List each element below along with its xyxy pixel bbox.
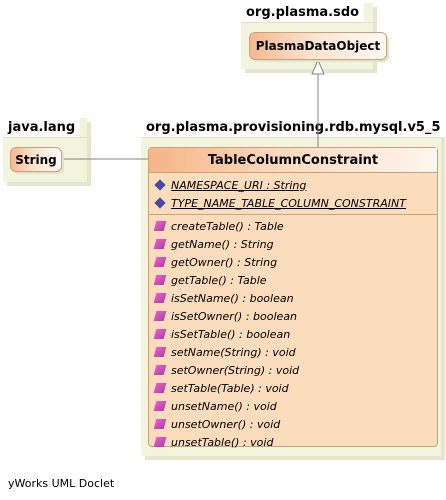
method-icon: [153, 383, 167, 393]
operation-text: isSetTable() : boolean: [171, 327, 291, 341]
attribute-row[interactable]: TYPE_NAME_TABLE_COLUMN_CONSTRAINT: [149, 194, 437, 212]
operation-text: createTable() : Table: [171, 219, 284, 233]
operations-compartment: createTable() : Table getName() : String…: [149, 215, 437, 451]
operation-row[interactable]: getTable() : Table: [149, 271, 437, 289]
interface-string[interactable]: String: [10, 147, 62, 172]
operation-text: getOwner() : String: [171, 255, 278, 269]
interface-name: String: [15, 152, 57, 167]
operation-row[interactable]: getName() : String: [149, 235, 437, 253]
method-icon: [153, 419, 167, 429]
operation-row[interactable]: unsetTable() : void: [149, 433, 437, 451]
operation-row[interactable]: createTable() : Table: [149, 217, 437, 235]
package-title: org.plasma.provisioning.rdb.mysql.v5_5: [141, 118, 446, 137]
method-icon: [153, 275, 167, 285]
method-icon: [153, 257, 167, 267]
static-field-icon: [154, 197, 166, 209]
method-icon: [153, 347, 167, 357]
operation-row[interactable]: setTable(Table) : void: [149, 379, 437, 397]
operation-row[interactable]: getOwner() : String: [149, 253, 437, 271]
method-icon: [153, 329, 167, 339]
operation-row[interactable]: unsetOwner() : void: [149, 415, 437, 433]
method-icon: [153, 365, 167, 375]
package-title: java.lang: [3, 118, 81, 137]
operation-text: isSetOwner() : boolean: [171, 309, 298, 323]
class-table-column-constraint[interactable]: TableColumnConstraint NAMESPACE_URI : St…: [148, 147, 438, 449]
operation-text: setOwner(String) : void: [171, 363, 300, 377]
operation-row[interactable]: isSetOwner() : boolean: [149, 307, 437, 325]
operation-text: setName(String) : void: [171, 345, 296, 359]
method-icon: [153, 437, 167, 447]
footer-credit: yWorks UML Doclet: [8, 477, 115, 490]
attribute-text: NAMESPACE_URI : String: [171, 178, 307, 192]
class-name: TableColumnConstraint: [207, 152, 379, 168]
operation-row[interactable]: isSetName() : boolean: [149, 289, 437, 307]
operation-text: unsetOwner() : void: [171, 417, 281, 431]
operation-row[interactable]: isSetTable() : boolean: [149, 325, 437, 343]
package-title: org.plasma.sdo: [241, 3, 365, 22]
operation-text: isSetName() : boolean: [171, 291, 294, 305]
method-icon: [153, 221, 167, 231]
attribute-row[interactable]: NAMESPACE_URI : String: [149, 176, 437, 194]
operation-text: unsetTable() : void: [171, 435, 274, 449]
method-icon: [153, 401, 167, 411]
operation-row[interactable]: setName(String) : void: [149, 343, 437, 361]
method-icon: [153, 311, 167, 321]
realization-arrowhead: [311, 58, 325, 75]
interface-plasma-data-object[interactable]: PlasmaDataObject: [249, 32, 387, 60]
operation-text: getTable() : Table: [171, 273, 267, 287]
class-header: TableColumnConstraint: [149, 148, 437, 173]
operation-text: unsetName() : void: [171, 399, 277, 413]
static-field-icon: [154, 179, 166, 191]
attributes-compartment: NAMESPACE_URI : String TYPE_NAME_TABLE_C…: [149, 173, 437, 215]
operation-row[interactable]: setOwner(String) : void: [149, 361, 437, 379]
operation-text: setTable(Table) : void: [171, 381, 289, 395]
method-icon: [153, 239, 167, 249]
operation-row[interactable]: unsetName() : void: [149, 397, 437, 415]
interface-name: PlasmaDataObject: [255, 39, 381, 53]
attribute-text: TYPE_NAME_TABLE_COLUMN_CONSTRAINT: [171, 196, 406, 210]
relationship-lines: [60, 58, 325, 160]
method-icon: [153, 293, 167, 303]
operation-text: getName() : String: [171, 237, 274, 251]
